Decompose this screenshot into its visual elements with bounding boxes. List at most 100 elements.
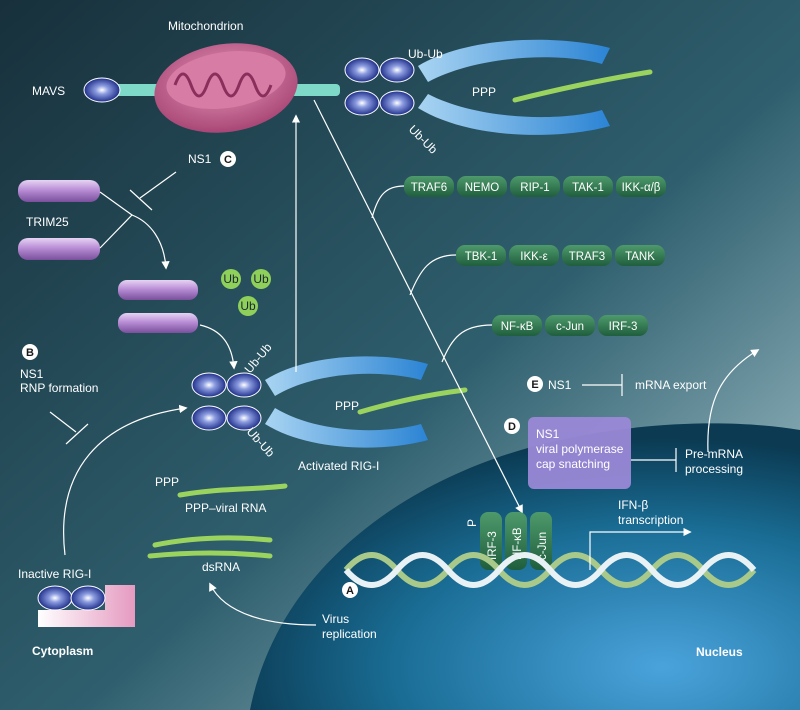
viral-rna-strand	[357, 387, 468, 415]
card-domain	[226, 405, 262, 431]
card-domain	[191, 405, 227, 431]
ub-chain-label: Ub-Ub	[408, 47, 443, 61]
ns1-inhibition	[129, 171, 177, 211]
step-c-label: C	[224, 154, 232, 166]
ub-label: Ub	[253, 272, 269, 286]
ns1-rnp-inhibition	[49, 411, 89, 445]
pathway-protein-label: IKK-ε	[520, 251, 548, 263]
ppp-label: PPP	[335, 399, 359, 413]
nfkb-label: NF-κB	[512, 527, 524, 560]
inactive-rig-i-helicase	[38, 585, 135, 627]
ns1-mrna-inhibition	[582, 374, 623, 396]
helicase-arm-bottom	[265, 408, 428, 448]
ns1-polymerase-box	[528, 417, 631, 489]
card-domain	[37, 585, 73, 611]
signal-to-nucleus-arrow	[313, 99, 523, 514]
cap-snatching-label: cap snatching	[536, 457, 610, 471]
pathway-protein	[598, 315, 648, 336]
pathway-protein	[562, 245, 612, 266]
dsrna-strand	[147, 550, 273, 559]
step-a-marker	[342, 582, 358, 598]
viral-rna-strand	[512, 69, 653, 103]
mavs-label: MAVS	[32, 84, 65, 98]
dna-helix	[343, 552, 757, 588]
card-domain	[344, 57, 380, 83]
pathway-protein-label: NF-κB	[501, 321, 534, 333]
pathway-protein-label: NEMO	[465, 182, 500, 194]
pathway-protein	[456, 245, 506, 266]
ubiquitin	[238, 296, 258, 316]
trim25-dimer-top	[118, 280, 198, 300]
pathway-protein-label: RIP-1	[520, 182, 549, 194]
pre-mrna-label: Pre-mRNA	[685, 447, 743, 461]
virus-replication-arrow	[209, 582, 317, 626]
ifn-beta-label: IFN-β	[618, 498, 648, 512]
trim25-dimer-bottom	[18, 238, 100, 260]
virus-label: Virus	[322, 612, 349, 626]
ppp-label: PPP	[472, 85, 496, 99]
replication-label: replication	[322, 627, 377, 641]
pathway-protein	[563, 176, 613, 197]
viral-polymerase-label: viral polymerase	[536, 442, 624, 456]
ppp-viral-rna-label: PPP–viral RNA	[185, 501, 266, 515]
pathway-protein	[457, 176, 507, 197]
card-domain	[344, 90, 380, 116]
step-e-label: E	[531, 379, 538, 391]
polymerase-inhibition	[631, 448, 677, 472]
phospho-label: P	[465, 519, 479, 527]
nucleus-label: Nucleus	[696, 645, 743, 659]
cytoplasm-label: Cytoplasm	[32, 644, 93, 658]
ifn-transcription-arrow	[589, 527, 692, 570]
pathway-protein	[492, 315, 542, 336]
step-a-label: A	[346, 585, 354, 597]
mrna-export-label: mRNA export	[635, 378, 707, 392]
ppp-label: PPP	[155, 475, 179, 489]
helicase-arm-top	[418, 39, 610, 82]
dsrna-label: dsRNA	[202, 560, 240, 574]
pathway-protein-label: TRAF6	[411, 182, 447, 194]
pathway-protein-label: c-Jun	[556, 321, 584, 333]
mitochondrion	[154, 43, 298, 133]
card-domain	[379, 57, 415, 83]
inactive-to-active-arrow	[63, 404, 188, 556]
step-b-label: B	[26, 347, 34, 359]
card-domain	[70, 585, 106, 611]
mavs-domain-left	[83, 77, 121, 103]
pathway-protein-label: TANK	[625, 251, 655, 263]
ns1-label: NS1	[20, 367, 44, 381]
pathway-protein-label: TRAF3	[569, 251, 605, 263]
branch-nfkb	[441, 324, 493, 363]
mitochondrion-label: Mitochondrion	[168, 19, 243, 33]
step-d-marker	[504, 418, 520, 434]
inactive-rig-i-label: Inactive RIG-I	[18, 567, 91, 581]
pathway-protein	[404, 176, 454, 197]
step-d-label: D	[508, 421, 516, 433]
ppp-viral-rna-strand	[177, 483, 288, 498]
card-domain	[191, 372, 227, 398]
step-e-marker	[527, 376, 543, 392]
dsrna-strand	[152, 535, 273, 548]
pathway-protein-label: IKK-α/β	[622, 182, 661, 194]
ub-label: Ub	[223, 272, 239, 286]
trim25-dimer-top	[18, 180, 100, 202]
pathway-protein-label: TAK-1	[572, 182, 604, 194]
step-c-marker	[220, 151, 236, 167]
cjun-label: c-Jun	[537, 532, 549, 560]
pathway-protein	[545, 315, 595, 336]
trim25-to-rig-i-arrow	[199, 324, 238, 370]
branch-traf6	[371, 185, 405, 219]
ub-label: Ub	[240, 299, 256, 313]
pathway-protein	[615, 245, 665, 266]
ns1-label: NS1	[188, 152, 212, 166]
ns1-label: NS1	[536, 427, 560, 441]
irf3-label: IRF-3	[487, 531, 499, 560]
processing-label: processing	[685, 462, 743, 476]
ns1-label: NS1	[548, 378, 572, 392]
trim25-arrow	[131, 214, 170, 270]
ubiquitin	[221, 269, 241, 289]
trim25-dimer-bottom	[118, 313, 198, 333]
mrna-export-arrow	[707, 349, 760, 453]
pathway-protein	[510, 176, 560, 197]
